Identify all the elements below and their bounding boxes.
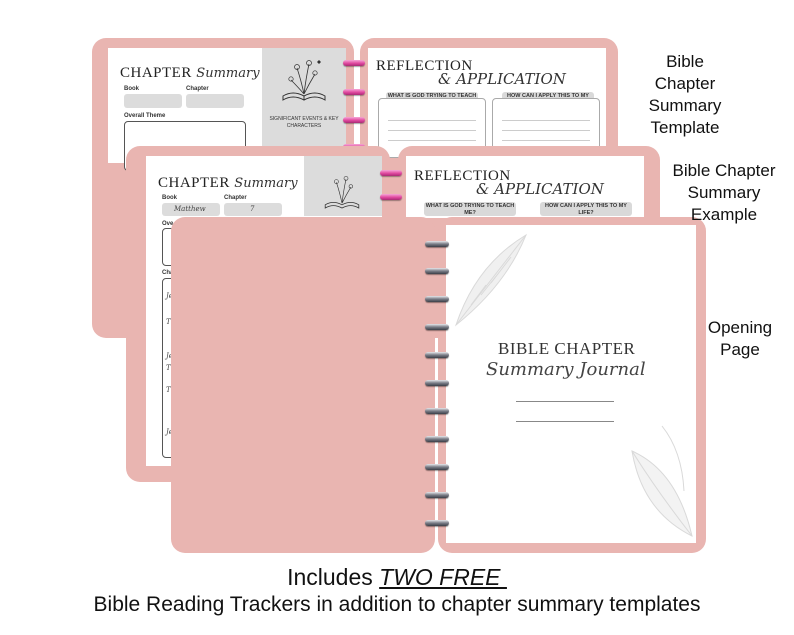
metal-ring — [425, 324, 449, 330]
template-chapter-title: CHAPTER — [120, 65, 192, 81]
example-theme-label: Ove — [162, 221, 174, 227]
example-book-label: Book — [162, 195, 177, 201]
pink-ring — [343, 117, 365, 123]
example-application-script: & APPLICATION — [476, 180, 604, 198]
metal-ring — [425, 464, 449, 470]
name-line[interactable] — [516, 401, 614, 402]
label-opening: Opening Page — [707, 318, 773, 359]
example-right-page: REFLECTION & APPLICATION WHAT IS GOD TRY… — [406, 156, 644, 218]
handwriting-line: Je — [166, 292, 173, 300]
leaf-watermark-icon — [631, 425, 693, 537]
pink-ring — [380, 170, 402, 176]
metal-ring — [425, 436, 449, 442]
label-template: Bible Chapter Summary Template — [648, 52, 722, 137]
metal-ring — [425, 268, 449, 274]
template-events-label: SIGNIFICANT EVENTS & KEY CHARACTERS — [269, 116, 339, 129]
example-events-panel — [304, 156, 382, 216]
caption-prefix: Includes — [287, 564, 380, 590]
template-reflection-title: REFLECTION — [376, 58, 473, 74]
template-chapter-label: Chapter — [186, 86, 209, 92]
example-chapter-title: CHAPTER — [158, 175, 230, 191]
template-events-panel: SIGNIFICANT EVENTS & KEY CHARACTERS — [262, 48, 346, 163]
template-application-script: & APPLICATION — [438, 70, 566, 88]
leaf-watermark-icon — [454, 233, 528, 327]
template-right-page: REFLECTION & APPLICATION WHAT IS GOD TRY… — [368, 48, 606, 158]
example-book-field[interactable]: Matthew — [162, 203, 220, 216]
open-book-flowers-icon — [324, 176, 360, 209]
date-line[interactable] — [516, 421, 614, 422]
metal-ring — [425, 380, 449, 386]
example-reflection-title: REFLECTION — [414, 168, 511, 184]
handwriting-line: Tr — [166, 386, 175, 394]
template-book-label: Book — [124, 86, 139, 92]
caption-line-2: Bible Reading Trackers in addition to ch… — [93, 593, 701, 616]
handwriting-line: Tr — [166, 364, 175, 372]
metal-ring — [425, 296, 449, 302]
example-question-2: HOW CAN I APPLY THIS TO MY LIFE? — [540, 202, 632, 216]
example-chapter-label: Chapter — [224, 195, 247, 201]
example-events-label: Cha — [162, 270, 174, 276]
metal-ring — [425, 492, 449, 498]
opening-page: BIBLE CHAPTER Summary Journal — [446, 225, 696, 543]
metal-ring — [425, 352, 449, 358]
example-book-value: Matthew — [174, 205, 206, 213]
pink-ring — [343, 89, 365, 95]
template-book-field[interactable] — [124, 94, 182, 108]
template-theme-label: Overall Theme — [124, 113, 166, 119]
pink-ring — [343, 60, 365, 66]
template-summary-script: Summary — [196, 66, 260, 81]
example-chapter-value: 7 — [250, 205, 255, 213]
metal-ring — [425, 241, 449, 247]
handwriting-line: Ti — [166, 318, 173, 326]
pink-ring — [380, 194, 402, 200]
opening-title: BIBLE CHAPTER — [498, 339, 636, 358]
front-cover — [171, 217, 435, 553]
example-question-1: WHAT IS GOD TRYING TO TEACH ME? — [424, 202, 516, 216]
opening-subtitle: Summary Journal — [486, 359, 646, 380]
metal-ring — [425, 520, 449, 526]
example-summary-script: Summary — [234, 176, 298, 191]
caption-emphasis: TWO FREE — [379, 564, 507, 590]
label-example: Bible Chapter Summary Example — [672, 161, 776, 224]
caption-line-1: Includes TWO FREE — [0, 564, 794, 591]
example-chapter-field[interactable]: 7 — [224, 203, 282, 216]
handwriting-line: Je — [166, 352, 173, 360]
handwriting-line: Je — [166, 428, 173, 436]
metal-ring — [425, 408, 449, 414]
open-book-flowers-icon — [282, 60, 326, 101]
template-chapter-field[interactable] — [186, 94, 244, 108]
